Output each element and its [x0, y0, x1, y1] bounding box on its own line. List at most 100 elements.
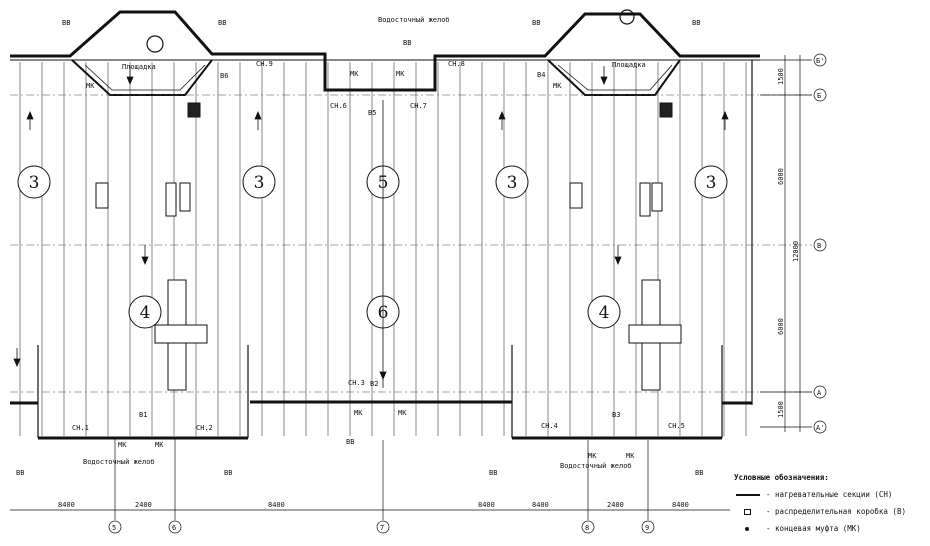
vv-label: ВВ: [224, 469, 232, 477]
axis-label-v: В: [817, 242, 821, 250]
heating-sections: [19, 62, 747, 436]
mk-label: МК: [86, 82, 95, 90]
box-icon: [734, 508, 762, 516]
legend-item-sections: - нагревательные секции (СН): [734, 490, 892, 499]
axis-label-7: 7: [380, 524, 384, 532]
vv-label: ВВ: [692, 19, 700, 27]
axis-label-6: 6: [172, 524, 176, 532]
dim-right-6000-bottom: 6000: [777, 318, 785, 335]
zone-label: 3: [507, 173, 518, 193]
b3-label: В3: [612, 411, 620, 419]
right-axis: [760, 53, 827, 434]
dim-bottom-5: 2400: [607, 501, 624, 509]
sn2-label: СН.2: [196, 424, 213, 432]
b4-label: В4: [537, 71, 545, 79]
zone-label: 3: [254, 173, 265, 193]
vv-label: ВВ: [346, 438, 354, 446]
line-icon: [734, 491, 762, 499]
b6-label: В6: [220, 72, 228, 80]
mk-label: МК: [398, 409, 407, 417]
zone-circle: [587, 295, 621, 329]
legend-item-coupling: - концевая муфта (МК): [734, 524, 861, 533]
vv-label: ВВ: [403, 39, 411, 47]
mk-label: МК: [350, 70, 359, 78]
b2-label: В2: [370, 380, 378, 388]
zone-marker: 3: [242, 165, 276, 199]
axis-label-a-prime: А': [816, 424, 824, 432]
vv-label: ВВ: [532, 19, 540, 27]
dim-right-1500-top: 1500: [777, 68, 785, 85]
mk-label: МК: [626, 452, 635, 460]
zone-marker: 3: [17, 165, 51, 199]
gutter-bottom-right-label: Водосточный желоб: [560, 462, 632, 470]
axis-label-b-prime: Б': [816, 57, 824, 65]
legend-item-label: - концевая муфта (МК): [766, 524, 861, 533]
mk-label: МК: [553, 82, 562, 90]
sn1-label: СН.1: [72, 424, 89, 432]
legend-item-label: - распределительная коробка (В): [766, 507, 906, 516]
platform-left: [71, 35, 213, 96]
vv-label: ВВ: [16, 469, 24, 477]
sn7-label: СН.7: [410, 102, 427, 110]
axis-label-8: 8: [585, 524, 589, 532]
zone-circle: [128, 295, 162, 329]
mk-label: МК: [155, 441, 164, 449]
dim-bottom-0: 8400: [58, 501, 75, 509]
zone-label: 3: [29, 173, 40, 193]
legend-item-box: - распределительная коробка (В): [734, 507, 906, 516]
dim-right-12000: 12000: [792, 241, 800, 262]
mk-label: МК: [118, 441, 127, 449]
dim-bottom-1: 2400: [135, 501, 152, 509]
roof-outline: [10, 10, 760, 440]
dim-bottom-6: 8400: [672, 501, 689, 509]
dim-right-1500-bottom: 1500: [777, 401, 785, 418]
platform-right-label: Площадка: [612, 61, 646, 69]
sn6-label: СН.6: [330, 102, 347, 110]
right-axis-labels: Б' Б В А А' 1500 6000 12000 6000 1500: [777, 57, 824, 432]
drain-risers: [95, 102, 682, 391]
zone-circle: [17, 165, 51, 199]
zone-label: 4: [140, 303, 151, 323]
slope-arrows: [13, 66, 729, 388]
zone-marker: 3: [694, 165, 728, 199]
axis-lines: [10, 94, 812, 393]
mk-label: МК: [396, 70, 405, 78]
sn9-label: СН.9: [256, 60, 273, 68]
b1-label: В1: [139, 411, 147, 419]
legend-item-label: - нагревательные секции (СН): [766, 490, 893, 499]
zone-label: 3: [706, 173, 717, 193]
dot-icon: [734, 525, 762, 533]
gutter-top-label: Водосточный желоб: [378, 16, 450, 24]
axis-label-9: 9: [645, 524, 649, 532]
dim-bottom-3: 8400: [478, 501, 495, 509]
mk-label: МК: [588, 452, 597, 460]
zone-label: 4: [599, 303, 610, 323]
dim-bottom-2: 8400: [268, 501, 285, 509]
mk-label: МК: [354, 409, 363, 417]
gutter-bottom-left-label: Водосточный желоб: [83, 458, 155, 466]
zone-circle: [694, 165, 728, 199]
platform-left-label: Площадка: [122, 63, 156, 71]
b5-label: В5: [368, 109, 376, 117]
dim-bottom-4: 8400: [532, 501, 549, 509]
zone-circle: [242, 165, 276, 199]
zone-circle: [495, 165, 529, 199]
vv-label: ВВ: [218, 19, 226, 27]
vv-label: ВВ: [695, 469, 703, 477]
dim-right-6000-top: 6000: [777, 168, 785, 185]
bottom-axis: [10, 438, 730, 534]
sn8-label: СН.8: [448, 60, 465, 68]
sn5-label: СН.5: [668, 422, 685, 430]
bottom-axis-labels: 5 6 7 8 9 8400 2400 8400 8400 8400 2400 …: [58, 501, 689, 532]
sn3-label: СН.3: [348, 379, 365, 387]
zone-marker: 4: [128, 295, 162, 329]
axis-label-b: Б: [817, 92, 821, 100]
axis-label-5: 5: [112, 524, 116, 532]
zone-marker: 3: [495, 165, 529, 199]
legend-title: Условные обозначения:: [734, 473, 829, 482]
zone-marker: 4: [587, 295, 621, 329]
vv-label: ВВ: [489, 469, 497, 477]
vv-label: ВВ: [62, 19, 70, 27]
